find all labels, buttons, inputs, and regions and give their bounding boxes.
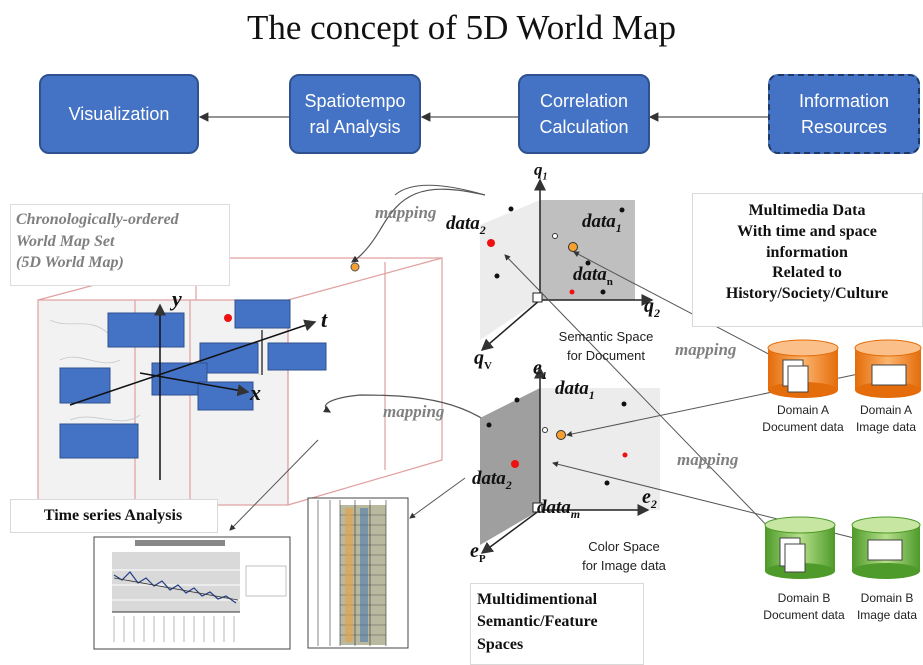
- semantic-space-caption: Semantic Space for Document: [558, 329, 654, 363]
- cylinder-domain-a-img: [854, 339, 922, 398]
- mapping-label-4: mapping: [677, 450, 739, 469]
- data2-label-semantic: data2: [446, 213, 486, 237]
- mapping-curve-top: [351, 188, 486, 263]
- datan-label-semantic: datan: [573, 264, 613, 288]
- semantic-points: [487, 206, 625, 295]
- multidim-frame: [470, 583, 644, 665]
- mapping-label-2: mapping: [675, 340, 737, 359]
- axis-e2-label: e2: [642, 486, 657, 511]
- mapping-label-3: mapping: [383, 402, 445, 421]
- world-map-set-frame: [10, 204, 230, 286]
- color-space-caption: Color Space for Image data: [582, 539, 666, 573]
- axis-q1-label: q1: [534, 160, 548, 183]
- time-series-label: Time series Analysis: [43, 507, 183, 524]
- visualization-box: Visualization: [39, 74, 199, 154]
- cylinder-domain-b-img: [851, 516, 921, 579]
- map-x-axis: [139, 372, 250, 397]
- axis-e1-label: e1: [533, 357, 547, 382]
- information-resources-box: Information Resources: [768, 74, 920, 154]
- axis-ep-label: eP: [470, 540, 486, 565]
- map-red-point: [224, 314, 232, 322]
- map-orange-point: [350, 262, 360, 272]
- color-points: [486, 397, 628, 486]
- axis-x-label: x: [250, 380, 261, 405]
- world-map-set-label: Chronologically-ordered World Map Set (5…: [16, 211, 179, 272]
- correlation-box: Correlation Calculation: [518, 74, 650, 154]
- color-space: [480, 388, 660, 545]
- image-table-thumbnail: [307, 497, 409, 649]
- mapping-label-1: mapping: [375, 203, 437, 222]
- semantic-space: [480, 200, 635, 340]
- multimedia-label: Multimedia Data With time and space info…: [725, 202, 889, 303]
- time-series-frame: [10, 499, 218, 533]
- data1-label-color: data1: [555, 378, 595, 402]
- axis-q2-label: q2: [644, 295, 660, 320]
- axis-t-label: t: [321, 307, 328, 332]
- mapping-curve-bottom: [323, 394, 511, 441]
- multidim-label: Multidimentional Semantic/Feature Spaces: [477, 591, 598, 653]
- axis-qv-label: qV: [474, 347, 492, 372]
- axis-y-label: y: [172, 286, 182, 311]
- page-title: The concept of 5D World Map: [246, 8, 677, 47]
- map-t-axis: [69, 319, 317, 406]
- multimedia-frame: [692, 193, 923, 327]
- data1-label-semantic: data1: [582, 211, 622, 235]
- spatiotemporal-box: Spatiotempo ral Analysis: [289, 74, 421, 154]
- data2-label-color: data2: [472, 468, 512, 492]
- datam-label-color: datam: [537, 497, 581, 521]
- cylinder-domain-b-doc: [764, 516, 836, 579]
- cylinder-domain-a-doc: [767, 339, 839, 398]
- time-series-chart-thumbnail: [93, 536, 291, 650]
